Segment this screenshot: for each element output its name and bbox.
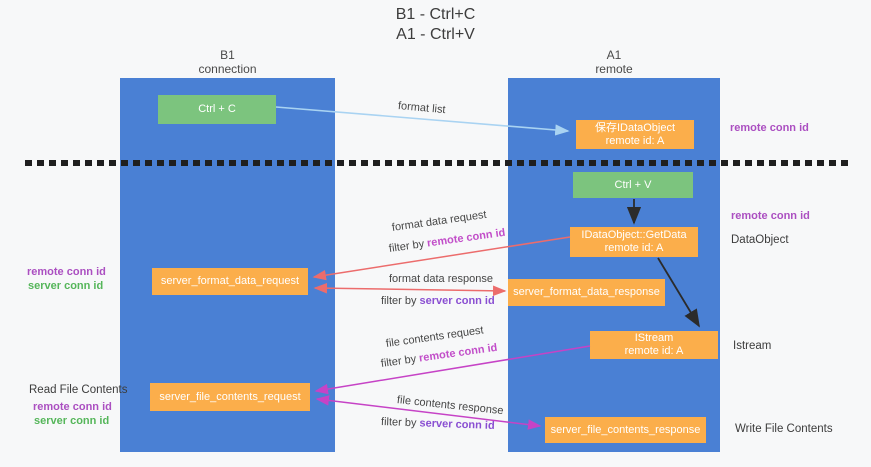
filter-by-text: filter by <box>380 352 420 370</box>
box-getdata-line2: remote id: A <box>604 242 664 254</box>
filter-server-2: filter by server conn id <box>381 416 495 432</box>
right-column-role: remote <box>595 62 633 76</box>
file-contents-response-label: file contents response <box>396 394 505 418</box>
left-column-role: connection <box>198 62 257 76</box>
box-file-response-label: server_file_contents_response <box>550 423 701 436</box>
format-list-label: format list <box>397 100 447 117</box>
left-remote-conn-id-top: remote conn id <box>27 266 106 278</box>
filter-by-text: filter by <box>381 295 420 307</box>
filter-by-text: filter by <box>388 237 428 255</box>
read-file-contents-label: Read File Contents <box>29 384 128 396</box>
filter-by-text: filter by <box>380 416 420 430</box>
left-server-conn-id-top: server conn id <box>28 280 104 292</box>
box-ctrl-v-label: Ctrl + V <box>614 178 652 191</box>
box-istream: IStream remote id: A <box>590 331 718 359</box>
box-server-file-contents-request: server_file_contents_request <box>150 383 310 411</box>
server-conn-id-text: server conn id <box>419 295 495 307</box>
box-server-format-data-request: server_format_data_request <box>152 268 308 295</box>
box-save-idataobject: 保存IDataObject remote id: A <box>576 120 694 149</box>
dataobject-label: DataObject <box>731 234 789 246</box>
diagram-title-line2: A1 - Ctrl+V <box>396 26 475 43</box>
right-remote-conn-id-mid: remote conn id <box>731 210 810 222</box>
box-save-idataobject-line2: remote id: A <box>605 134 665 147</box>
write-file-contents-label: Write File Contents <box>735 423 833 435</box>
istream-side-label: Istream <box>733 340 772 352</box>
right-column-name: A1 <box>606 48 622 62</box>
box-idataobject-getdata: IDataObject::GetData remote id: A <box>570 227 698 257</box>
right-column-header: A1 remote <box>508 48 720 76</box>
format-data-response-label: format data response <box>389 273 493 285</box>
right-remote-conn-id-top: remote conn id <box>730 122 809 134</box>
format-data-response-arrow <box>313 282 507 297</box>
box-ctrl-c: Ctrl + C <box>158 95 276 124</box>
box-format-request-label: server_format_data_request <box>160 275 300 287</box>
box-server-file-contents-response: server_file_contents_response <box>545 417 706 443</box>
filter-server-1: filter by server conn id <box>381 295 495 307</box>
remote-conn-id-text: remote conn id <box>426 226 507 250</box>
box-file-request-label: server_file_contents_request <box>159 390 301 403</box>
diagram-title-line1: B1 - Ctrl+C <box>395 6 476 23</box>
box-save-idataobject-line1: 保存IDataObject <box>594 121 676 134</box>
box-istream-line1: IStream <box>634 332 674 344</box>
box-istream-line2: remote id: A <box>624 345 684 357</box>
left-remote-conn-id-bottom: remote conn id <box>33 401 112 413</box>
server-conn-id-text: server conn id <box>419 417 495 432</box>
left-column-name: B1 <box>220 48 235 62</box>
box-server-format-data-response: server_format_data_response <box>508 279 665 306</box>
box-format-response-label: server_format_data_response <box>513 286 660 298</box>
left-column-header: B1 connection <box>120 48 335 76</box>
left-server-conn-id-bottom: server conn id <box>34 415 110 427</box>
remote-conn-id-text: remote conn id <box>418 341 499 365</box>
box-ctrl-c-label: Ctrl + C <box>198 103 236 115</box>
box-getdata-line1: IDataObject::GetData <box>581 229 687 241</box>
box-ctrl-v: Ctrl + V <box>573 172 693 198</box>
